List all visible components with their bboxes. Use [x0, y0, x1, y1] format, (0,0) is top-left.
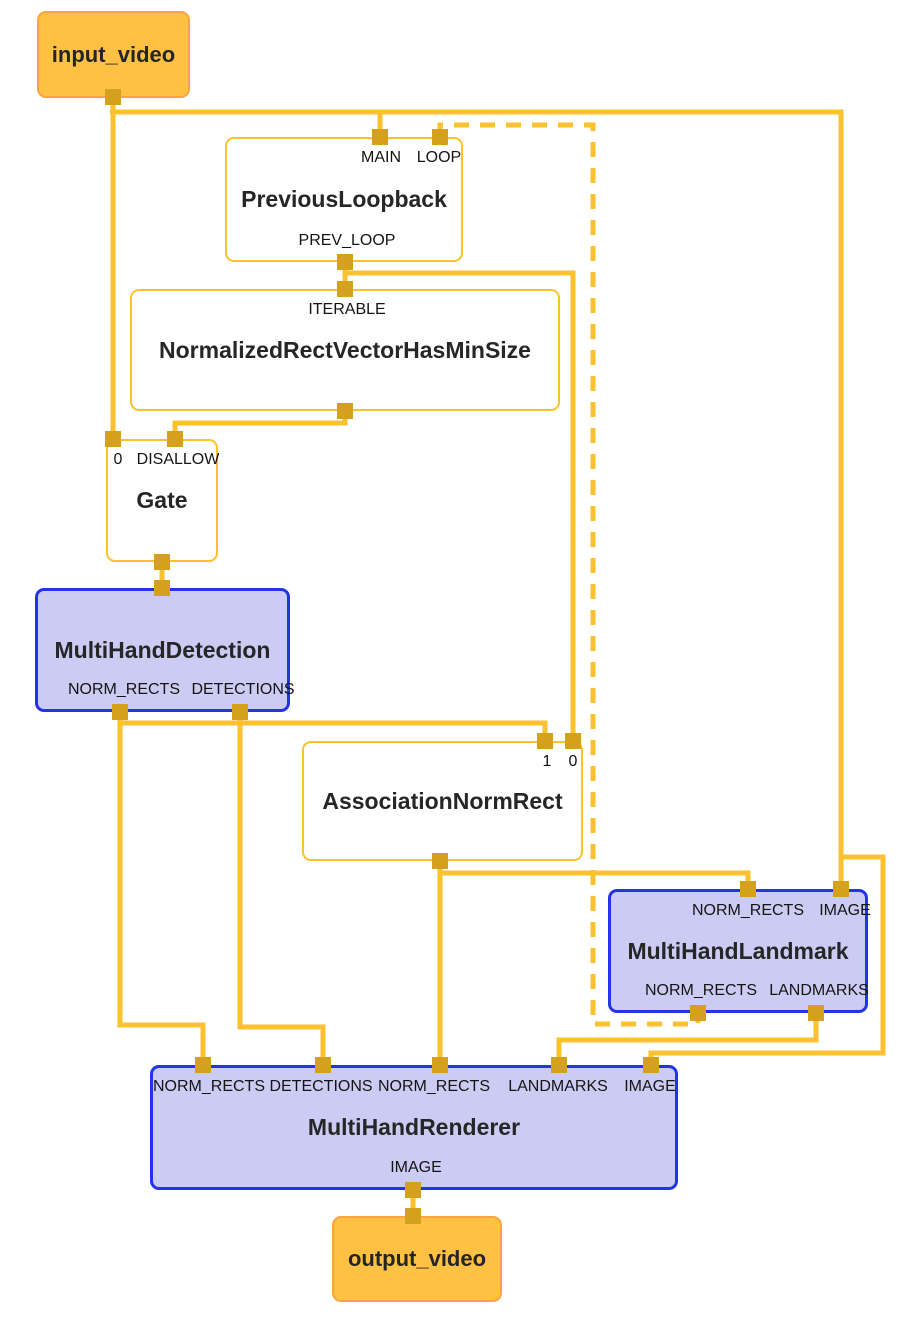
- input-port-label-detections: DETECTIONS: [269, 1078, 373, 1095]
- node-title: input_video: [51, 41, 176, 67]
- node-multi-hand-renderer[interactable]: NORM_RECTS DETECTIONS NORM_RECTS LANDMAR…: [150, 1065, 678, 1190]
- node-normalized-rect-vector-has-min-size[interactable]: ITERABLE NormalizedRectVectorHasMinSize: [130, 289, 560, 411]
- output-port-label-image: IMAGE: [390, 1159, 442, 1176]
- node-multi-hand-detection[interactable]: MultiHandDetection NORM_RECTS DETECTIONS: [35, 588, 295, 712]
- node-previous-loopback[interactable]: MAIN LOOP PreviousLoopback PREV_LOOP: [225, 137, 463, 262]
- node-title: AssociationNormRect: [322, 787, 563, 814]
- input-port-label-norm-rects-1: NORM_RECTS: [152, 1078, 266, 1095]
- output-port-label-prev-loop: PREV_LOOP: [298, 232, 396, 249]
- input-port-label-norm-rects-2: NORM_RECTS: [377, 1078, 491, 1095]
- node-association-norm-rect[interactable]: 1 0 AssociationNormRect: [302, 741, 583, 861]
- edge-landmark-landmarks-to-renderer: [556, 1013, 819, 1065]
- edge-association-to-landmark-norm-rects: [440, 870, 751, 889]
- edge-detection-norm-rects-to-renderer: [117, 712, 206, 1065]
- node-multi-hand-landmark[interactable]: NORM_RECTS IMAGE MultiHandLandmark NORM_…: [608, 889, 871, 1013]
- input-port-label-landmarks: LANDMARKS: [508, 1078, 608, 1095]
- output-port-label-landmarks: LANDMARKS: [769, 982, 869, 999]
- node-gate[interactable]: 0 DISALLOW Gate: [106, 439, 219, 562]
- node-title: output_video: [347, 1246, 487, 1271]
- node-title: NormalizedRectVectorHasMinSize: [159, 336, 531, 363]
- node-input-video[interactable]: input_video: [37, 11, 190, 98]
- input-port-label-image: IMAGE: [624, 1078, 676, 1095]
- node-title: Gate: [136, 487, 188, 513]
- output-port-label-norm-rects: NORM_RECTS: [644, 982, 758, 999]
- node-output-video[interactable]: output_video: [332, 1216, 502, 1302]
- edge-min-size-to-gate-disallow: [172, 411, 348, 439]
- edge-detection-norm-rects-to-association-1: [120, 720, 548, 741]
- output-port-label-detections: DETECTIONS: [191, 681, 295, 698]
- output-port-label-norm-rects: NORM_RECTS: [67, 681, 181, 698]
- node-title: MultiHandRenderer: [307, 1114, 521, 1140]
